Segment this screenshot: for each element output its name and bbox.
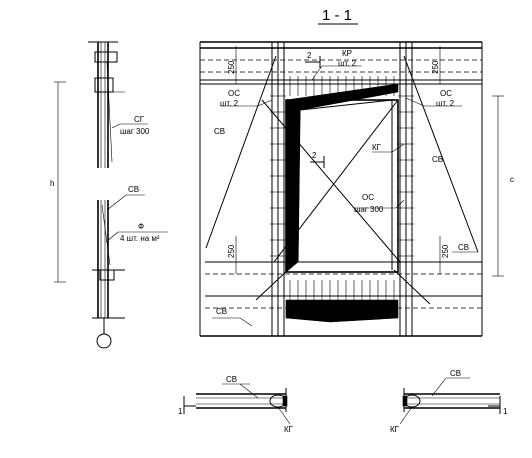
plan-end-right bbox=[402, 395, 408, 407]
dim-250-bl: 250 bbox=[227, 244, 236, 258]
leader-kg-right bbox=[391, 143, 405, 153]
side-dim-h: h bbox=[50, 179, 54, 188]
main-reveal-bottom bbox=[285, 299, 399, 323]
main-view: 1 - 1 bbox=[199, 7, 514, 337]
label-kg-right: КГ bbox=[372, 143, 382, 152]
leader-sv-bl bbox=[239, 317, 253, 327]
leader-os-right bbox=[405, 97, 425, 107]
side-label-sv: СВ bbox=[128, 185, 139, 194]
main-opening-inner-left bbox=[297, 109, 301, 263]
plan-label-sv-right: СВ bbox=[450, 369, 461, 378]
side-diag-top bbox=[106, 61, 113, 163]
leader-kr bbox=[311, 65, 323, 81]
dim-250-tl: 250 bbox=[227, 60, 236, 74]
side-section: h СГ шаг 300 СВ Ф 4 шт. на м² bbox=[50, 41, 168, 349]
main-diag-br bbox=[393, 269, 431, 305]
label-sv-right: СВ bbox=[432, 155, 443, 164]
leader-os-center bbox=[395, 199, 405, 209]
dim-250-br: 250 bbox=[441, 244, 450, 258]
main-diag-inner-2 bbox=[273, 99, 399, 263]
label-sv-bottom-left: СВ bbox=[216, 307, 227, 316]
plan-leader-kg-left bbox=[277, 406, 291, 425]
label-os-right-qty: шт. 2 bbox=[436, 99, 455, 108]
section-mark-mid: 2 bbox=[312, 151, 317, 160]
main-diag-inner-1 bbox=[261, 99, 401, 263]
label-sv-left: СВ bbox=[214, 127, 225, 136]
section-mark-top: 2 bbox=[307, 51, 312, 60]
plan-leader-kg-right bbox=[399, 406, 413, 425]
side-lintel-upper bbox=[94, 51, 118, 63]
main-opening-inner-top bbox=[299, 99, 393, 111]
label-kr: КР bbox=[342, 49, 352, 58]
main-diag-bl bbox=[255, 267, 291, 301]
plan-end-left bbox=[282, 395, 288, 407]
side-label-phi: Ф bbox=[138, 222, 144, 231]
plan-label-kg-left: КГ bbox=[284, 425, 294, 434]
label-os-center-step: шаг 300 bbox=[354, 205, 384, 214]
sill-hatch bbox=[289, 280, 395, 300]
lintel-hatch bbox=[289, 76, 395, 96]
plan-opening-gap bbox=[286, 392, 404, 410]
main-diag-sv-right bbox=[403, 55, 479, 253]
plan-label-kg-right: КГ bbox=[390, 425, 400, 434]
label-sv-bottom-right: СВ bbox=[458, 243, 469, 252]
plan-leader-sv-right bbox=[431, 377, 447, 397]
main-reveal-top-left bbox=[285, 83, 399, 273]
side-sill-block bbox=[99, 269, 115, 281]
side-diag-bot bbox=[101, 204, 111, 266]
plan-leader-sv-left bbox=[239, 383, 259, 399]
main-opening-frame bbox=[285, 99, 399, 273]
plan-label-sv-left: СВ bbox=[226, 375, 237, 384]
side-label-sg: СГ bbox=[134, 115, 145, 124]
plan-view: 1 1 СВ СВ КГ КГ bbox=[178, 369, 508, 434]
plan-section-mark-left: 1 bbox=[178, 407, 183, 416]
label-kg-left: КГ bbox=[289, 245, 299, 254]
label-os-right: ОС bbox=[440, 89, 452, 98]
side-leader-sv-diag bbox=[106, 194, 127, 211]
side-leader-sg bbox=[111, 123, 121, 129]
side-leader-phi bbox=[105, 231, 119, 243]
side-label-sg-step: шаг 300 bbox=[120, 127, 150, 136]
label-os-left-qty: шт. 2 bbox=[220, 99, 239, 108]
dim-250-tr: 250 bbox=[431, 60, 440, 74]
label-os-left: ОС bbox=[228, 89, 240, 98]
main-diag-sv-left bbox=[205, 55, 277, 249]
label-os-center: ОС bbox=[362, 193, 374, 202]
main-view-title: 1 - 1 bbox=[322, 7, 352, 24]
side-detail-circle bbox=[96, 333, 112, 349]
dim-c: с bbox=[510, 175, 514, 184]
leader-os-left bbox=[257, 99, 273, 107]
label-kr-qty: шт. 2 bbox=[338, 59, 357, 68]
stirrups-right bbox=[398, 95, 414, 257]
plan-section-mark-right: 1 bbox=[503, 407, 508, 416]
side-label-phi-qty: 4 шт. на м² bbox=[120, 234, 160, 243]
